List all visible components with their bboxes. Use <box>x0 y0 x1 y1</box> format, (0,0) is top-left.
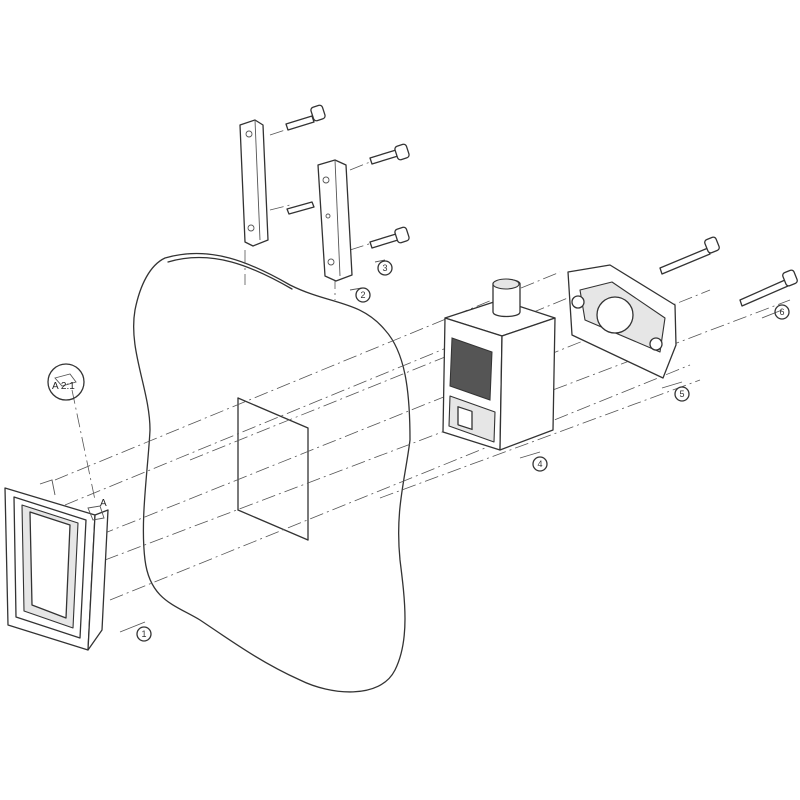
callout-6 <box>774 304 790 320</box>
callout-5-label: 5 <box>679 389 684 399</box>
assembly-axes <box>54 124 791 601</box>
callouts: 1 2 3 4 5 6 <box>119 259 790 642</box>
callout-3 <box>377 260 393 276</box>
part-4-display-module <box>442 278 556 451</box>
detail-view-circle: A 2:1 <box>47 363 85 401</box>
part-2-clamp-bracket <box>239 119 353 282</box>
callout-3-label: 3 <box>382 263 387 273</box>
detail-marker-a: A <box>100 498 107 509</box>
part-6-long-screws <box>659 236 798 307</box>
part-5-mounting-plate <box>567 264 677 379</box>
part-1-front-bezel <box>4 479 109 651</box>
callout-1 <box>136 626 152 642</box>
part-3-screws <box>285 104 410 249</box>
callout-4 <box>532 456 548 472</box>
callout-1-label: 1 <box>141 629 146 639</box>
panel-cutout <box>237 397 309 541</box>
callout-2 <box>355 287 371 303</box>
callout-2-label: 2 <box>360 290 365 300</box>
callout-4-label: 4 <box>537 459 542 469</box>
mounting-panel <box>133 252 411 693</box>
detail-label: A 2:1 <box>52 381 75 392</box>
callout-6-label: 6 <box>779 307 784 317</box>
callout-5 <box>674 386 690 402</box>
